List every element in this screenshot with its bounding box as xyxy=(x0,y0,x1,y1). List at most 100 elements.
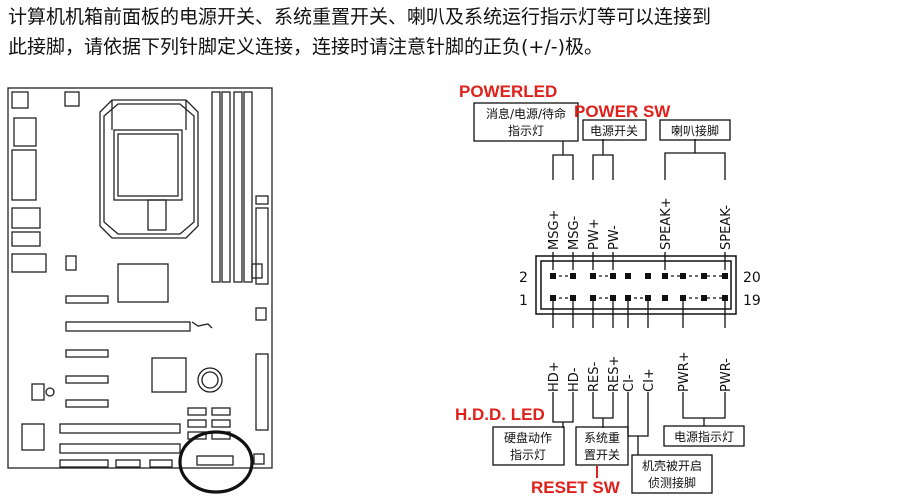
pin-label-background xyxy=(586,328,600,392)
rear-io-port xyxy=(11,231,41,247)
audio-chip xyxy=(31,383,45,401)
pin-label-hd-minus: HD- xyxy=(567,367,582,392)
rear-io-port xyxy=(11,253,47,273)
pcie-x1-slot xyxy=(65,399,109,408)
pin-number-20: 20 xyxy=(743,270,761,286)
rear-io-port xyxy=(11,149,37,201)
header-pin xyxy=(625,273,631,279)
pin-label-msg-minusplus: MSG+ xyxy=(547,210,562,250)
usb-header xyxy=(59,459,109,468)
rear-io-port xyxy=(11,91,29,109)
pin-label-res-minus: RES- xyxy=(587,362,602,392)
bottom-pin-labels: HD+HD-RES-RES+CI-CI+PWR+PWR- xyxy=(546,328,734,392)
pin-label-background xyxy=(586,180,600,252)
pci-slot xyxy=(59,423,181,434)
audio-chip xyxy=(21,423,45,451)
pin-label-background xyxy=(566,328,580,392)
pin-label-ci-minusplus: CI+ xyxy=(642,368,657,392)
atx-power-connector xyxy=(255,207,269,285)
pin-label-background xyxy=(546,328,560,392)
pin-label-background xyxy=(606,328,620,392)
hdd-led-label-line1: 硬盘动作 xyxy=(504,430,552,445)
pin-label-speak-minusplus: SPEAK+ xyxy=(659,197,674,250)
memory-slots xyxy=(211,91,253,283)
pin-label-background xyxy=(621,328,635,392)
msg-led-label-line2: 指示灯 xyxy=(508,123,544,138)
ide-connector xyxy=(255,353,269,431)
pin-label-res-minusplus: RES+ xyxy=(607,356,622,392)
callout-hdd-led: H.D.D. LED xyxy=(455,405,545,424)
header-pin xyxy=(662,295,668,301)
pcie-x1-slot xyxy=(65,295,109,304)
pin-label-background xyxy=(658,180,672,252)
sata-ports xyxy=(187,407,231,440)
usb-header xyxy=(149,459,173,468)
pcie-x1-slot xyxy=(65,349,109,358)
pin-label-pwr-minusplus: PWR+ xyxy=(677,351,692,392)
pin-label-speak-minus: SPEAK- xyxy=(719,205,734,250)
pin-label-background xyxy=(676,328,690,392)
callout-reset-sw: RESET SW xyxy=(531,478,621,497)
pin-label-msg-minus: MSG- xyxy=(567,215,582,250)
chassis-intrusion-label-line1: 机壳被开启 xyxy=(642,459,702,473)
hdd-led-box xyxy=(492,426,565,466)
header-pin xyxy=(645,273,651,279)
pin-number-1: 1 xyxy=(519,293,528,309)
intro-line-1: 计算机机箱前面板的电源开关、系统重置开关、喇叭及系统运行指示灯等可以连接到 xyxy=(8,6,712,28)
cpu-socket xyxy=(99,99,199,239)
callout-powerled: POWERLED xyxy=(459,82,557,101)
speaker-box xyxy=(659,119,731,141)
pcie-x1-slot xyxy=(65,375,109,384)
front-panel-header-onboard xyxy=(196,455,234,466)
motherboard-outline xyxy=(7,87,273,469)
cmos-battery xyxy=(197,367,223,393)
pins-layer xyxy=(550,273,728,301)
speaker-label: 喇叭接脚 xyxy=(671,123,719,138)
msg-led-box xyxy=(473,102,579,142)
pin-number-2: 2 xyxy=(519,270,528,286)
callout-power-sw: POWER SW xyxy=(574,102,671,121)
motherboard-illustration xyxy=(7,87,273,469)
pin-label-pw-minus: PW- xyxy=(607,225,622,250)
pin-label-pwr-minus: PWR- xyxy=(719,358,734,392)
top-pin-labels: MSG+ MSG- PW+ PW- SPEAK+ SPEAK- xyxy=(546,180,734,252)
pin-header-diagram xyxy=(535,255,737,315)
usb-header xyxy=(115,459,141,468)
power-4pin-connector xyxy=(64,91,80,107)
pin-label-background xyxy=(546,180,560,252)
pin-label-pw-minusplus: PW+ xyxy=(587,218,602,250)
header-outer-border xyxy=(535,255,737,315)
highlight-circle xyxy=(178,430,254,494)
chassis-intrusion-box xyxy=(631,454,713,494)
header-pin xyxy=(722,295,728,301)
pin-label-background xyxy=(718,180,732,252)
power-led-box xyxy=(663,425,745,447)
rear-io-port xyxy=(11,207,41,229)
label-boxes xyxy=(473,102,745,494)
power-led-label: 电源指示灯 xyxy=(674,429,734,444)
msg-led-label-line1: 消息/电源/待命 xyxy=(486,106,566,121)
pcie-x16-slot xyxy=(65,321,191,332)
power-switch-box xyxy=(582,119,647,141)
rear-io-port xyxy=(13,117,37,147)
intro-text: 计算机机箱前面板的电源开关、系统重置开关、喇叭及系统运行指示灯等可以连接到 此接… xyxy=(8,2,908,62)
pci-slot xyxy=(59,443,181,454)
pin-label-background xyxy=(566,180,580,252)
pin-label-background xyxy=(641,328,655,392)
pin-label-background xyxy=(718,328,732,392)
intro-line-2: 此接脚，请依据下列针脚定义连接，连接时请注意针脚的正负(+/-)极。 xyxy=(8,36,604,58)
pin-label-ci-minus: CI- xyxy=(622,374,637,392)
hdd-led-label-line2: 指示灯 xyxy=(510,447,546,462)
header-pin xyxy=(722,273,728,279)
power-switch-label: 电源开关 xyxy=(590,124,638,138)
chassis-intrusion-label-line2: 侦测接脚 xyxy=(648,475,696,490)
chipset-heatsink xyxy=(117,263,169,303)
reset-switch-box xyxy=(575,426,629,466)
pin-number-19: 19 xyxy=(743,293,761,309)
pin-label-background xyxy=(606,180,620,252)
super-io-chip xyxy=(151,357,187,393)
reset-switch-label-line2: 置开关 xyxy=(584,448,620,462)
reset-switch-label-line1: 系统重 xyxy=(584,431,620,445)
header-inner-border xyxy=(540,260,732,310)
